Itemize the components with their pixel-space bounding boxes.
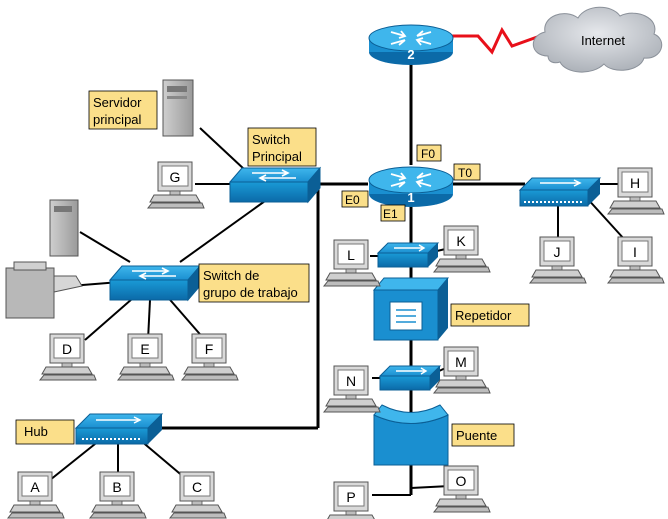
main-server-label: Servidor principal: [88, 90, 158, 130]
pc-n[interactable]: N: [323, 365, 381, 413]
svg-text:I: I: [633, 244, 637, 260]
workgroup-server-icon: [49, 199, 79, 257]
svg-text:E0: E0: [345, 193, 360, 207]
printer-icon: [5, 261, 83, 319]
svg-text:A: A: [30, 479, 40, 495]
svg-text:B: B: [112, 479, 121, 495]
workgroup-switch[interactable]: [109, 265, 201, 301]
bridge[interactable]: [373, 404, 449, 466]
svg-text:C: C: [192, 479, 202, 495]
pc-i[interactable]: I: [607, 236, 665, 284]
pc-a[interactable]: A: [7, 471, 65, 519]
port-tag-e0: E0: [341, 190, 369, 208]
svg-text:J: J: [554, 244, 561, 260]
svg-text:Hub: Hub: [24, 424, 48, 439]
port-tag-e1: E1: [380, 204, 406, 222]
bridge-label: Puente: [451, 423, 515, 447]
repeater-label: Repetidor: [450, 303, 530, 327]
svg-text:Servidor: Servidor: [93, 95, 142, 110]
svg-text:Switch de: Switch de: [203, 268, 259, 283]
svg-text:L: L: [347, 247, 355, 263]
hub-e1-lower[interactable]: [378, 365, 442, 391]
svg-text:O: O: [456, 473, 467, 489]
wan-link: [452, 26, 541, 55]
svg-text:N: N: [346, 373, 356, 389]
svg-text:principal: principal: [93, 112, 142, 127]
svg-text:E1: E1: [383, 207, 398, 221]
hub-label: Hub: [15, 419, 75, 445]
main-switch[interactable]: [229, 167, 321, 203]
svg-text:Switch: Switch: [252, 132, 290, 147]
hub-e1-upper[interactable]: [376, 242, 440, 268]
router-1-number: 1: [407, 190, 414, 205]
pc-o[interactable]: O: [433, 465, 491, 513]
repeater[interactable]: [372, 277, 450, 341]
svg-text:Principal: Principal: [252, 149, 302, 164]
svg-text:Puente: Puente: [456, 428, 497, 443]
main-server-icon: [162, 79, 194, 137]
pc-k[interactable]: K: [433, 225, 491, 273]
svg-text:K: K: [456, 233, 466, 249]
main-switch-label: Switch Principal: [247, 127, 317, 167]
pc-e[interactable]: E: [117, 333, 175, 381]
pc-p[interactable]: P: [323, 481, 381, 519]
svg-text:F: F: [205, 341, 214, 357]
pc-f[interactable]: F: [181, 333, 239, 381]
pc-j[interactable]: J: [529, 236, 587, 284]
port-tag-t0: T0: [453, 163, 481, 181]
internet-cloud: Internet: [532, 6, 663, 73]
svg-text:D: D: [62, 341, 72, 357]
svg-text:F0: F0: [421, 147, 435, 161]
pc-g[interactable]: G: [147, 161, 205, 209]
port-tag-f0: F0: [416, 144, 442, 162]
pc-b[interactable]: B: [89, 471, 147, 519]
svg-text:H: H: [630, 175, 640, 191]
pc-h[interactable]: H: [607, 167, 665, 215]
hub[interactable]: [74, 413, 164, 445]
svg-text:E: E: [140, 341, 149, 357]
svg-text:M: M: [455, 354, 467, 370]
svg-text:G: G: [170, 169, 181, 185]
svg-text:T0: T0: [458, 166, 472, 180]
svg-text:Repetidor: Repetidor: [455, 308, 512, 323]
pc-m[interactable]: M: [433, 346, 491, 394]
router-2[interactable]: 2: [368, 24, 454, 66]
svg-text:P: P: [346, 489, 355, 505]
pc-c[interactable]: C: [169, 471, 227, 519]
workgroup-switch-label: Switch de grupo de trabajo: [198, 263, 310, 303]
router-2-number: 2: [407, 47, 414, 62]
switch-right[interactable]: [518, 177, 602, 207]
svg-text:grupo de trabajo: grupo de trabajo: [203, 285, 298, 300]
pc-d[interactable]: D: [39, 333, 97, 381]
router-1[interactable]: 1: [368, 166, 454, 208]
internet-label: Internet: [581, 33, 625, 48]
pc-l[interactable]: L: [323, 239, 381, 287]
